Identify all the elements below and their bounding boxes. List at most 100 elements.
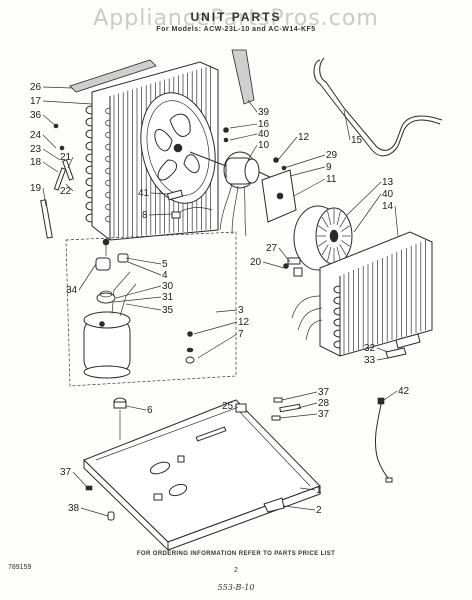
leader-line-c22 [65, 183, 74, 192]
leader-line-c5 [125, 257, 162, 265]
leader-line-c37c [72, 471, 89, 489]
leader-line-c4 [127, 261, 162, 276]
leader-line-c42 [383, 390, 398, 401]
callout-label-c4: 4 [162, 270, 168, 281]
leader-line-c13 [345, 181, 382, 217]
document-code: 553-B-10 [217, 583, 255, 592]
leader-line-c41 [150, 192, 169, 195]
diagram-title: UNIT PARTS [190, 10, 282, 24]
callout-label-c35: 35 [162, 305, 174, 316]
callout-label-c30: 30 [162, 281, 174, 292]
compressor [83, 271, 137, 379]
callout-label-c36: 36 [30, 110, 42, 121]
leader-line-c25 [234, 405, 239, 409]
leader-line-c21 [67, 156, 74, 169]
drawing-code: 789159 [8, 564, 32, 571]
callout-label-c31: 31 [162, 292, 174, 303]
leader-line-c6 [125, 405, 147, 411]
callout-label-c17: 17 [30, 96, 42, 107]
leader-line-c7 [197, 333, 238, 359]
leader-line-c2 [283, 505, 316, 511]
callout-label-c40b: 40 [382, 189, 394, 200]
callout-label-c6: 6 [147, 405, 153, 416]
leader-line-c19 [42, 187, 47, 207]
leader-line-c18 [42, 161, 59, 173]
callout-label-c12b: 12 [238, 317, 250, 328]
leader-line-c39 [247, 99, 258, 113]
page-number: 2 [234, 567, 238, 574]
callout-label-c22: 22 [60, 186, 72, 197]
leader-line-c30 [115, 285, 162, 299]
callout-label-c23: 23 [30, 144, 42, 155]
leader-line-c12b [193, 321, 238, 335]
callout-label-c11: 11 [326, 174, 337, 185]
grommet [185, 347, 195, 364]
callout-leader-lines [42, 86, 399, 517]
callout-label-c25: 25 [222, 401, 234, 412]
callout-label-c42: 42 [398, 386, 410, 397]
leader-line-c37b [279, 413, 318, 419]
callout-label-c1: 1 [316, 485, 322, 496]
base-pan [83, 399, 321, 552]
leader-line-c20 [262, 261, 285, 269]
leader-line-c32 [376, 347, 389, 353]
callout-label-c33: 33 [364, 355, 376, 366]
callout-label-c39: 39 [258, 107, 270, 118]
callout-label-c21: 21 [60, 152, 72, 163]
leader-line-c1 [299, 487, 316, 491]
callout-label-c14: 14 [382, 201, 394, 212]
callout-label-c40a: 40 [258, 129, 270, 140]
leader-line-c11 [293, 178, 326, 197]
callout-label-c7: 7 [238, 329, 244, 340]
leader-line-c35 [125, 303, 162, 311]
blower-wheel [293, 205, 353, 271]
leader-line-c29 [283, 154, 326, 169]
callout-label-c37c: 37 [60, 467, 72, 478]
callout-label-c28: 28 [318, 398, 330, 409]
motor-mount-bracket [261, 169, 297, 223]
side-brace [231, 49, 255, 105]
leader-line-c40b [353, 193, 382, 233]
callout-label-c26: 26 [30, 82, 42, 93]
leader-line-c27 [278, 247, 291, 263]
leader-line-c12a [277, 136, 298, 161]
leader-line-c37a [281, 391, 318, 401]
callout-label-c13: 13 [382, 177, 394, 188]
callout-label-c9: 9 [326, 162, 332, 173]
evaporator-coil [291, 231, 433, 357]
top-brace-strip [69, 59, 157, 93]
support-rod [313, 57, 443, 157]
callout-label-c5: 5 [162, 259, 168, 270]
leader-line-c28 [297, 402, 318, 409]
callout-label-c10: 10 [258, 140, 270, 151]
overload-protector [95, 238, 129, 271]
callout-label-c12a: 12 [298, 132, 310, 143]
watermark-text: AppliancePartsPros.com [93, 6, 379, 31]
leader-line-c14 [394, 205, 399, 237]
callout-label-c8: 8 [142, 210, 148, 221]
leader-line-c26 [42, 86, 73, 89]
callout-label-c15: 15 [351, 135, 363, 146]
leader-line-c3 [215, 309, 238, 313]
leader-line-c9 [289, 166, 326, 177]
callout-label-c19: 19 [30, 183, 42, 194]
leader-line-c34 [78, 263, 97, 291]
callout-label-c18: 18 [30, 157, 42, 168]
callout-label-c2: 2 [316, 505, 322, 516]
leader-line-c23 [42, 148, 61, 161]
insulation-pads [385, 333, 421, 359]
callout-label-c3: 3 [238, 305, 244, 316]
mounting-clip [287, 257, 303, 277]
leader-line-c36 [42, 114, 57, 127]
leader-line-c38 [80, 507, 109, 517]
callout-label-c32: 32 [364, 343, 376, 354]
callout-label-c16: 16 [258, 119, 270, 130]
callout-label-c37b: 37 [318, 409, 330, 420]
ordering-note: FOR ORDERING INFORMATION REFER TO PARTS … [136, 551, 336, 557]
leader-line-c33 [376, 357, 389, 361]
callout-label-c24: 24 [30, 130, 42, 141]
diagram-subtitle: For Models: ACW-23L-10 and AC-W14-KF5 [156, 26, 316, 33]
